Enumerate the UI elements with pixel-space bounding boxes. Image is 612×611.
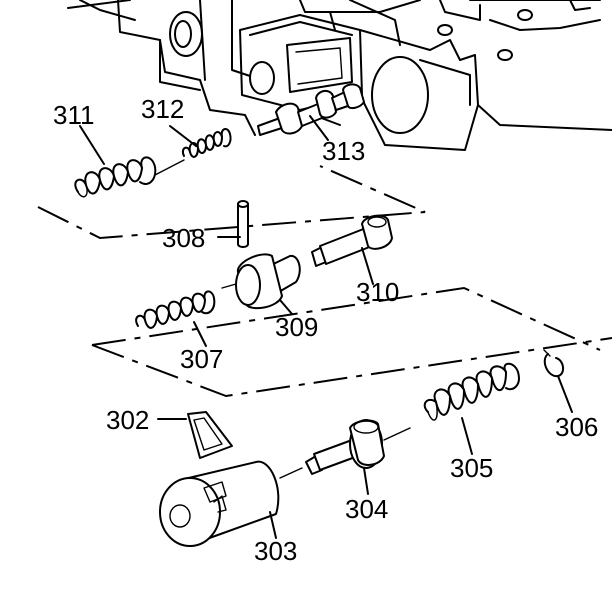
callout-labels: 311 312 313 308 310 309 307 302 306 305 … [53, 94, 598, 566]
assembly-boundary-upper [37, 165, 426, 240]
callout-305: 305 [450, 453, 493, 483]
spring-305 [423, 362, 520, 421]
clip-306 [543, 349, 564, 378]
assembly-boundary-lower [91, 286, 612, 398]
sleeve-303 [159, 460, 303, 547]
callout-313: 313 [322, 136, 365, 166]
retainer-302 [187, 411, 233, 459]
callout-312: 312 [141, 94, 184, 124]
callout-310: 310 [356, 277, 399, 307]
callout-302: 302 [106, 405, 149, 435]
spring-307 [135, 290, 216, 329]
pin-308 [237, 200, 249, 248]
callout-304: 304 [345, 494, 388, 524]
axis-line-upper [154, 159, 185, 176]
spring-311 [74, 156, 157, 198]
valve-304 [305, 419, 411, 475]
callout-307: 307 [180, 344, 223, 374]
callout-306: 306 [555, 412, 598, 442]
valve-310 [311, 214, 393, 267]
callout-303: 303 [254, 536, 297, 566]
valve-body-housing [67, 0, 612, 151]
callout-311: 311 [53, 100, 94, 130]
leader-lines [79, 115, 573, 539]
callout-309: 309 [275, 312, 318, 342]
spring-312 [181, 128, 232, 158]
valve-313 [257, 83, 365, 136]
plug-309 [221, 253, 301, 310]
callout-308: 308 [162, 223, 205, 253]
